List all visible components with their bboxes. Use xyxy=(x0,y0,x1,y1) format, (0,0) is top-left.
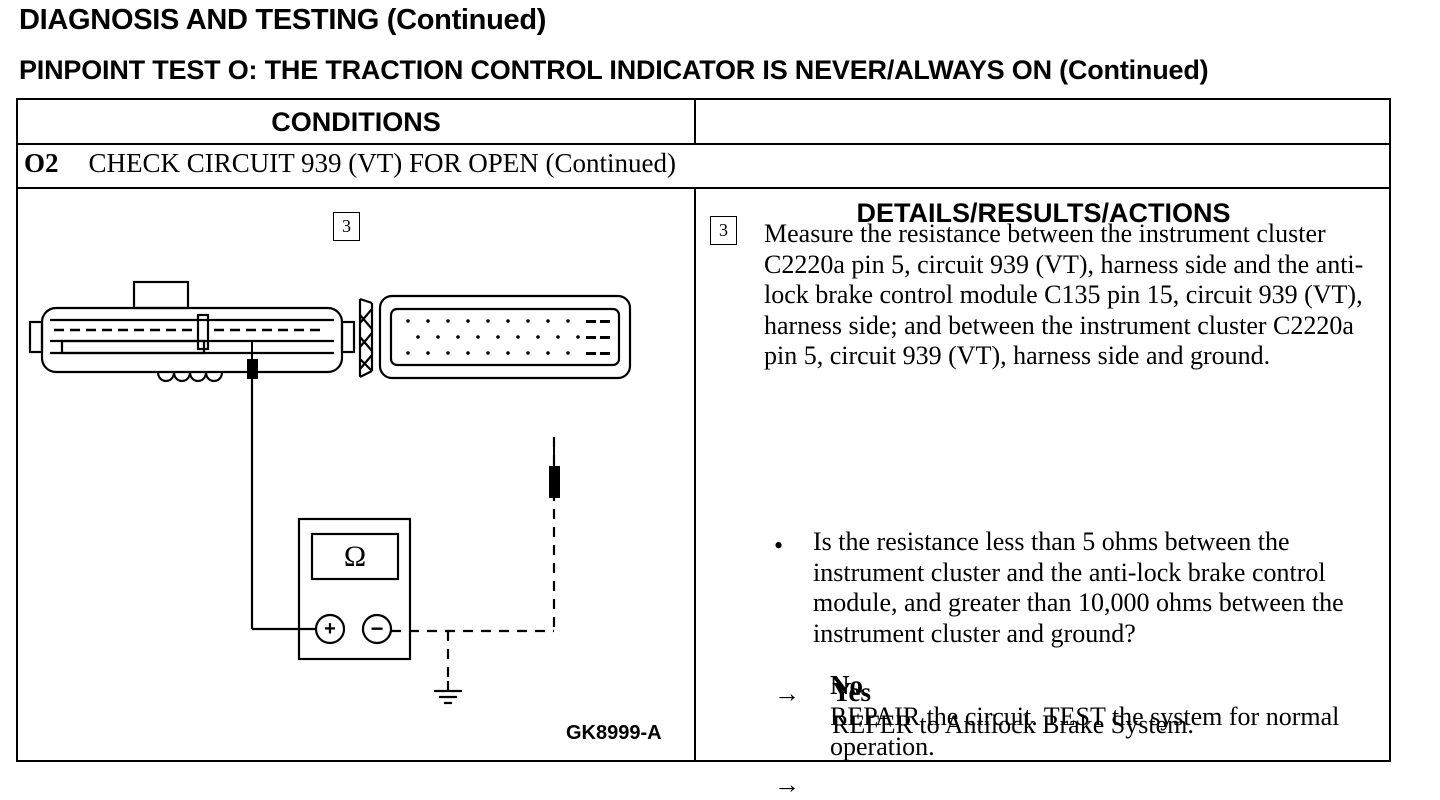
wiring-diagram xyxy=(28,280,632,705)
measure-instruction: Measure the resistance between the instr… xyxy=(764,219,1364,370)
no-label: No xyxy=(830,670,863,700)
ground-symbol-icon xyxy=(434,681,462,705)
ohm-symbol: Ω xyxy=(343,540,367,573)
connector-c135-icon xyxy=(358,294,632,380)
pinpoint-test-table: CONDITIONS DETAILS/RESULTS/ACTIONS O2 CHE… xyxy=(16,98,1391,799)
plus-terminal-label: + xyxy=(324,618,336,640)
conditions-diagram: 3 xyxy=(20,191,694,762)
pinpoint-test-title: PINPOINT TEST O: THE TRACTION CONTROL IN… xyxy=(19,55,1209,85)
conditions-header: CONDITIONS xyxy=(271,107,441,137)
details-header: DETAILS/RESULTS/ACTIONS xyxy=(856,198,1231,228)
test-probes xyxy=(247,341,560,498)
connector-c2220a-icon xyxy=(28,280,356,383)
details-panel: 3 Measure the resistance between the ins… xyxy=(696,191,1391,799)
details-step-number: 3 xyxy=(710,216,737,245)
section-title: DIAGNOSIS AND TESTING (Continued) xyxy=(19,4,547,36)
minus-terminal-label: − xyxy=(370,616,384,641)
header-divider xyxy=(694,100,696,145)
figure-id: GK8999-A xyxy=(566,722,662,744)
step-title: CHECK CIRCUIT 939 (VT) FOR OPEN (Continu… xyxy=(88,148,677,178)
no-arrow-icon: → xyxy=(774,770,800,799)
c135-pins xyxy=(406,319,610,355)
no-action: REPAIR the circuit. TEST the system for … xyxy=(830,702,1340,761)
yes-label: Yes xyxy=(832,677,871,707)
diagram-step-number: 3 xyxy=(333,212,360,241)
yes-action: REFER to Antilock Brake System. xyxy=(832,710,1194,739)
step-rule xyxy=(18,187,1389,189)
resistance-question: Is the resistance less than 5 ohms betwe… xyxy=(813,527,1344,648)
header-rule xyxy=(18,143,1389,145)
yes-arrow-icon: → xyxy=(774,679,800,708)
page: DIAGNOSIS AND TESTING (Continued) PINPOI… xyxy=(16,4,1391,799)
bullet-icon: • xyxy=(774,531,784,560)
step-id: O2 xyxy=(24,148,59,178)
step-row: O2 CHECK CIRCUIT 939 (VT) FOR OPEN (Conti… xyxy=(24,148,676,179)
column-divider xyxy=(694,189,696,762)
